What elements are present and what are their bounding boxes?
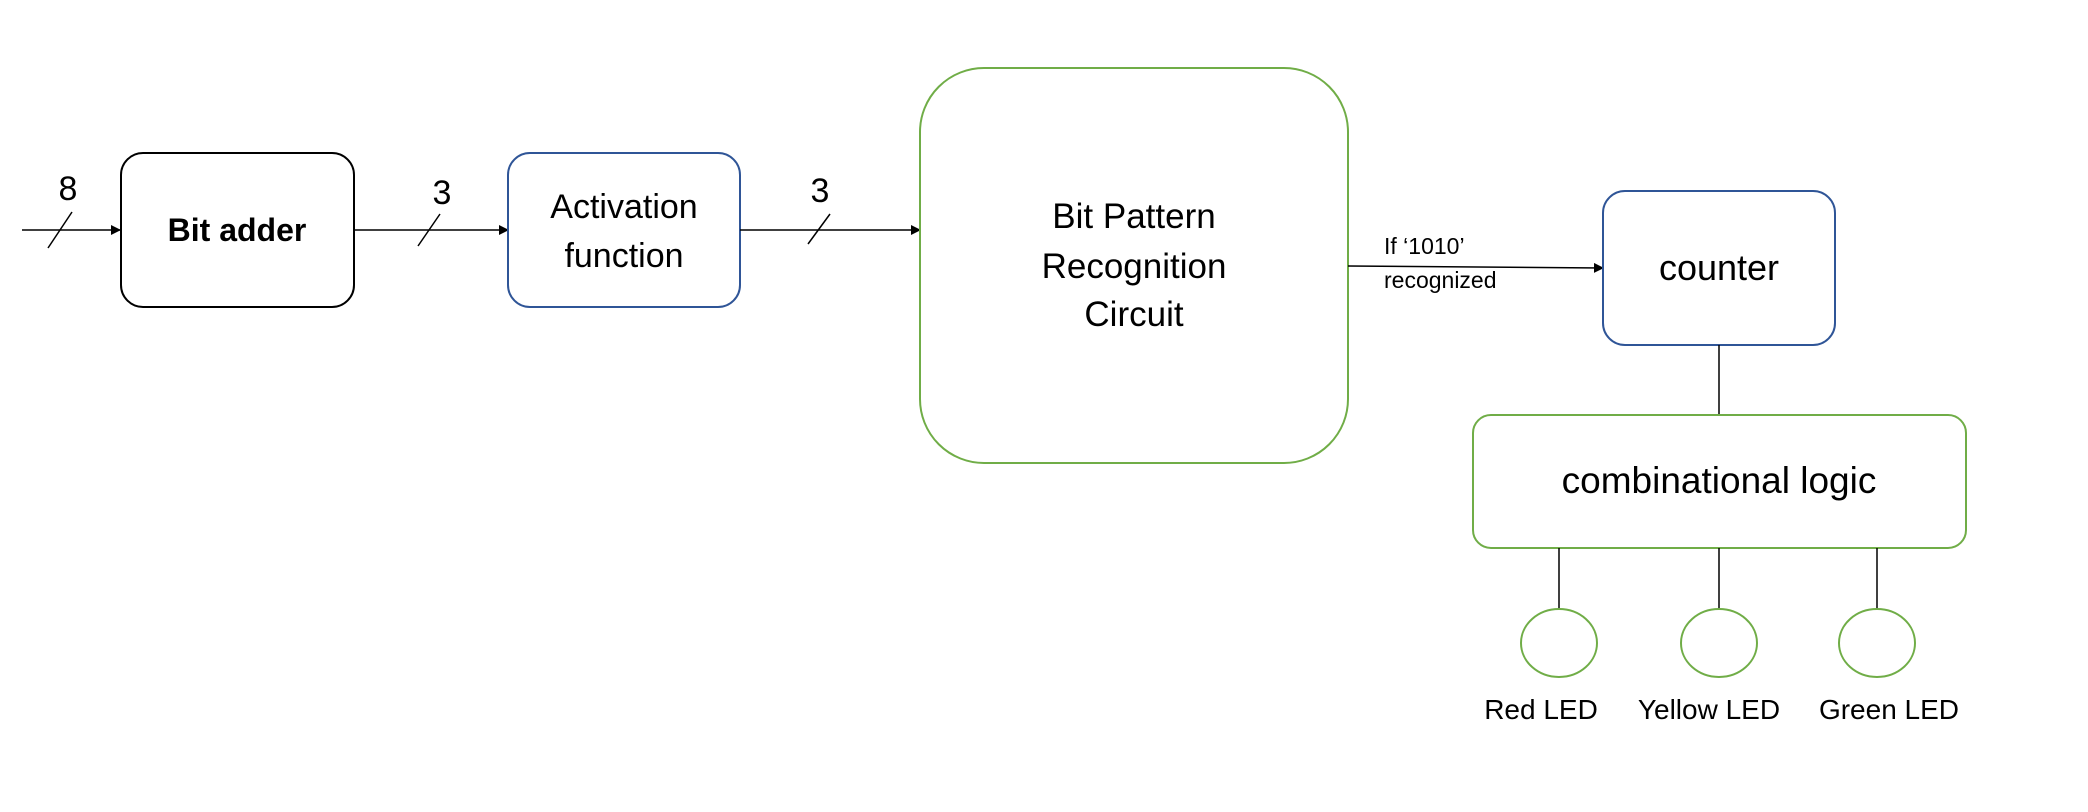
activation-to-recognition-width: 3 (811, 172, 830, 210)
pattern-recognition-label-line3: Circuit (1084, 295, 1183, 334)
green-led: Green LED (1819, 608, 1959, 725)
yellow-led: Yellow LED (1638, 608, 1780, 725)
pattern-recognition-box (919, 67, 1349, 464)
input-bus-slash (47, 211, 73, 249)
activation-function-label-line1: Activation (550, 188, 697, 226)
input-bus-width: 8 (59, 170, 78, 208)
activation-to-recognition-bus: 3 (740, 172, 921, 245)
adder-to-activation-width: 3 (433, 174, 452, 212)
counter-block: counter (1602, 190, 1836, 346)
counter-label: counter (1659, 247, 1779, 288)
activation-function-label-line2: function (564, 237, 683, 275)
yellow-led-label: Yellow LED (1638, 694, 1780, 725)
recognized-edge-label-line2: recognized (1384, 267, 1497, 293)
activation-to-recognition-slash (807, 213, 831, 245)
green-led-circle (1838, 608, 1916, 678)
activation-function-block: Activation function (507, 152, 741, 308)
pattern-recognition-label-line1: Bit Pattern (1052, 197, 1215, 236)
adder-to-activation-bus: 3 (354, 174, 509, 247)
combinational-logic-label: combinational logic (1562, 460, 1877, 501)
bit-adder-block: Bit adder (120, 152, 355, 308)
red-led: Red LED (1484, 608, 1598, 725)
red-led-circle (1520, 608, 1598, 678)
recognized-edge-line (1347, 262, 1604, 273)
pattern-recognition-label-line2: Recognition (1042, 247, 1227, 286)
recognized-edge: If ‘1010’ recognized (1347, 233, 1604, 293)
green-led-label: Green LED (1819, 694, 1959, 725)
input-bus: 8 (22, 170, 121, 249)
adder-to-activation-slash (417, 213, 441, 247)
red-led-label: Red LED (1484, 694, 1598, 725)
combinational-logic-block: combinational logic (1472, 414, 1967, 549)
recognized-edge-label-line1: If ‘1010’ (1384, 233, 1465, 259)
bit-adder-label: Bit adder (168, 212, 307, 248)
activation-function-box (507, 152, 741, 308)
yellow-led-circle (1680, 608, 1758, 678)
pattern-recognition-block: Bit Pattern Recognition Circuit (919, 67, 1349, 464)
